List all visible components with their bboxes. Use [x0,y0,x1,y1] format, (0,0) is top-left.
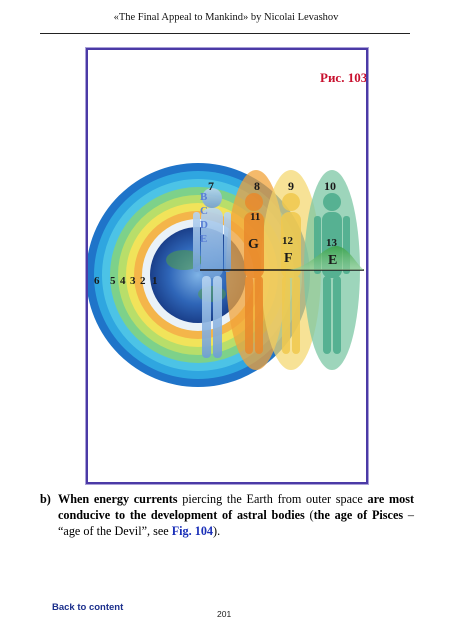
body-letter: E [328,253,337,268]
stack-letter: B [200,191,208,203]
body-number: 12 [282,235,294,247]
caption-text-2: ( [304,508,314,522]
page-number: 201 [217,609,232,619]
caption-bold-3: the age of Pisces [313,508,404,522]
body-letter: F [284,251,293,266]
figure-103: Рис. 103 6 5 4 3 2 1 7 8 9 10 11 12 13 B… [86,48,368,484]
figure-label: Рис. 103 [320,70,366,85]
left-number: 5 [110,275,116,287]
caption-bold-2: are most conducive to the development of… [58,492,414,522]
caption-bold-1: When energy currents [58,492,178,506]
left-number: 3 [130,275,136,287]
top-number: 8 [254,179,260,193]
left-number: 2 [140,275,146,287]
top-number: 7 [208,179,214,193]
caption-text-3: – “age of the Devil”, see [58,508,414,538]
caption-text-1: piercing the Earth from outer space [177,492,368,506]
stack-letter: E [200,233,207,245]
caption-paragraph: b) When energy currents piercing the Eart… [40,491,414,539]
running-header: «The Final Appeal to Mankind» by Nicolai… [113,12,339,23]
top-number: 10 [324,179,336,193]
energy-curve [200,246,364,271]
back-to-content-link[interactable]: Back to content [52,602,124,613]
body-number: 11 [250,211,260,223]
figure-illustration: Рис. 103 6 5 4 3 2 1 7 8 9 10 11 12 13 B… [88,70,366,387]
stack-letter: D [200,219,208,231]
body-letter: G [248,237,259,252]
list-marker: b) [40,492,51,506]
body-number: 13 [326,237,338,249]
left-number: 6 [94,275,100,287]
caption-text-4: ). [213,524,221,538]
left-number: 4 [120,275,126,287]
header-rule [40,33,410,34]
figure-104-link[interactable]: Fig. 104 [171,524,214,538]
top-number: 9 [288,179,294,193]
left-number: 1 [152,275,158,287]
stack-letter: C [200,205,208,217]
